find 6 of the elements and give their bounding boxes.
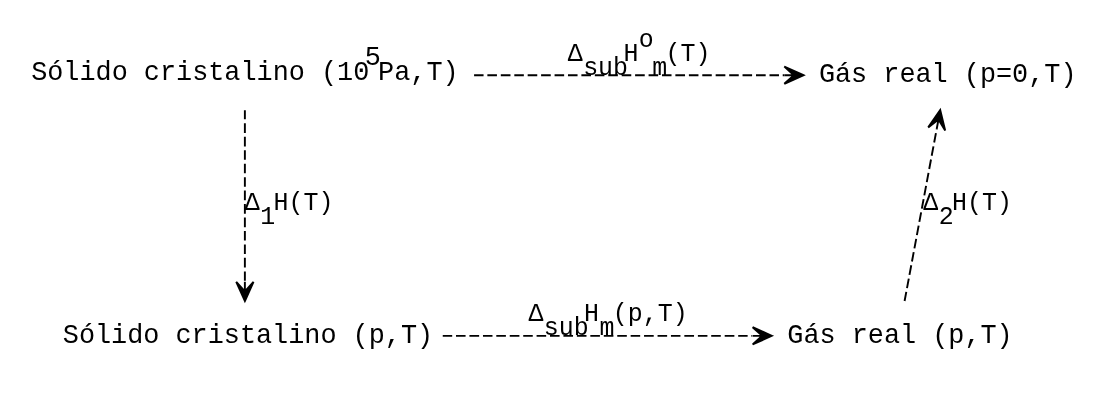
node-text: Sólido cristalino (p,T): [62, 320, 434, 351]
arrow: [235, 109, 255, 302]
node-text: Gás real (p=0,T): [818, 60, 1077, 91]
node-text: Gás real (p,T): [787, 320, 1013, 351]
arrow: [441, 326, 773, 346]
arrow: [903, 109, 947, 302]
